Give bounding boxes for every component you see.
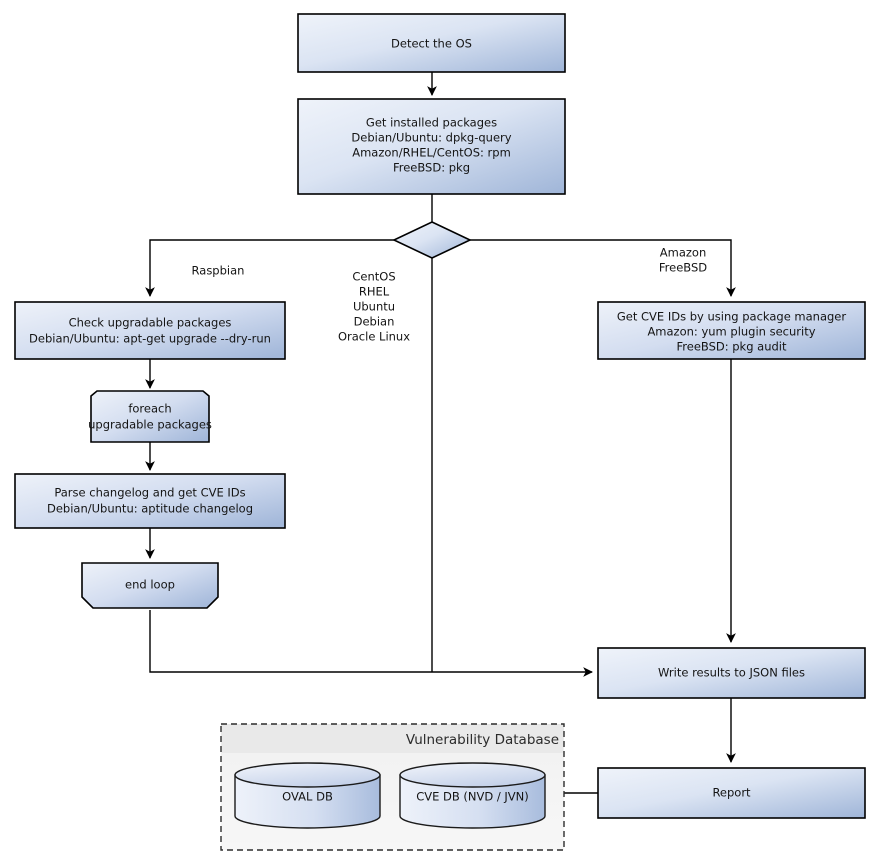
edge-endloop-to-write [149, 610, 593, 677]
oval-db-cylinder-top [234, 762, 381, 788]
report-label: Report [712, 786, 751, 800]
get-installed-packages-line-2: Debian/Ubuntu: dpkg-query [351, 131, 511, 145]
edge-label-raspbian: Raspbian [192, 264, 245, 278]
node-end-loop[interactable]: end loop [81, 562, 219, 609]
get-installed-packages-line-1: Get installed packages [366, 116, 497, 130]
group-title-label: Vulnerability Database [406, 732, 559, 748]
edge-label-freebsd: FreeBSD [659, 261, 707, 275]
node-parse-changelog[interactable]: Parse changelog and get CVE IDs Debian/U… [14, 473, 286, 529]
detect-os-label: Detect the OS [391, 37, 472, 51]
group-vulnerability-database: Vulnerability Database OVAL DB CVE DB (N… [220, 723, 565, 851]
parse-changelog-line-1: Parse changelog and get CVE IDs [54, 486, 245, 500]
node-cve-db[interactable]: CVE DB (NVD / JVN) [399, 762, 546, 829]
oval-db-cylinder-body [234, 774, 381, 829]
cve-db-cylinder-top [399, 762, 546, 788]
end-loop-shape [81, 562, 219, 609]
get-cve-ids-box [597, 301, 866, 360]
edge-label-oracle-linux: Oracle Linux [338, 330, 410, 344]
foreach-loop-line-1: foreach [128, 402, 171, 416]
get-installed-packages-line-4: FreeBSD: pkg [393, 161, 470, 175]
node-oval-db[interactable]: OVAL DB [234, 762, 381, 829]
edge-label-amazon: Amazon [660, 246, 706, 260]
node-detect-os[interactable]: Detect the OS [297, 13, 566, 73]
write-results-box [597, 647, 866, 699]
check-upgradable-line-1: Check upgradable packages [69, 316, 232, 330]
edge-label-centos: CentOS [352, 270, 395, 284]
get-installed-packages-box [297, 98, 566, 195]
get-installed-packages-line-3: Amazon/RHEL/CentOS: rpm [352, 146, 511, 160]
node-check-upgradable-packages[interactable]: Check upgradable packages Debian/Ubuntu:… [14, 301, 286, 360]
node-write-results[interactable]: Write results to JSON files [597, 647, 866, 699]
parse-changelog-box [14, 473, 286, 529]
edge-label-rhel: RHEL [359, 285, 390, 299]
cve-db-cylinder-body [399, 774, 546, 829]
group-header-band [222, 725, 563, 753]
get-cve-ids-line-2: Amazon: yum plugin security [647, 325, 815, 339]
edge-decision-to-right [470, 239, 736, 297]
foreach-loop-line-2: upgradable packages [88, 418, 212, 432]
foreach-loop-shape [90, 390, 210, 443]
parse-changelog-line-2: Debian/Ubuntu: aptitude changelog [47, 502, 253, 516]
os-decision-diamond [392, 221, 472, 259]
edge-label-debian: Debian [354, 315, 395, 329]
edge-labels-layer: Raspbian CentOS RHEL Ubuntu Debian Oracl… [192, 246, 708, 344]
get-cve-ids-line-3: FreeBSD: pkg audit [676, 340, 787, 354]
cve-db-label: CVE DB (NVD / JVN) [416, 790, 529, 804]
write-results-label: Write results to JSON files [658, 666, 805, 680]
node-foreach-loop[interactable]: foreach upgradable packages [88, 390, 212, 443]
check-upgradable-line-2: Debian/Ubuntu: apt-get upgrade --dry-run [29, 332, 271, 346]
edge-label-ubuntu: Ubuntu [353, 300, 395, 314]
end-loop-label: end loop [125, 578, 175, 592]
node-report[interactable]: Report [597, 767, 866, 819]
get-cve-ids-line-1: Get CVE IDs by using package manager [617, 310, 847, 324]
node-get-installed-packages[interactable]: Get installed packages Debian/Ubuntu: dp… [297, 98, 566, 195]
edge-decision-to-left [145, 239, 395, 297]
oval-db-label: OVAL DB [282, 790, 333, 804]
report-box [597, 767, 866, 819]
check-upgradable-box [14, 301, 286, 360]
detect-os-box [297, 13, 566, 73]
node-get-cve-ids[interactable]: Get CVE IDs by using package manager Ama… [597, 301, 866, 360]
node-os-decision[interactable] [392, 221, 472, 259]
